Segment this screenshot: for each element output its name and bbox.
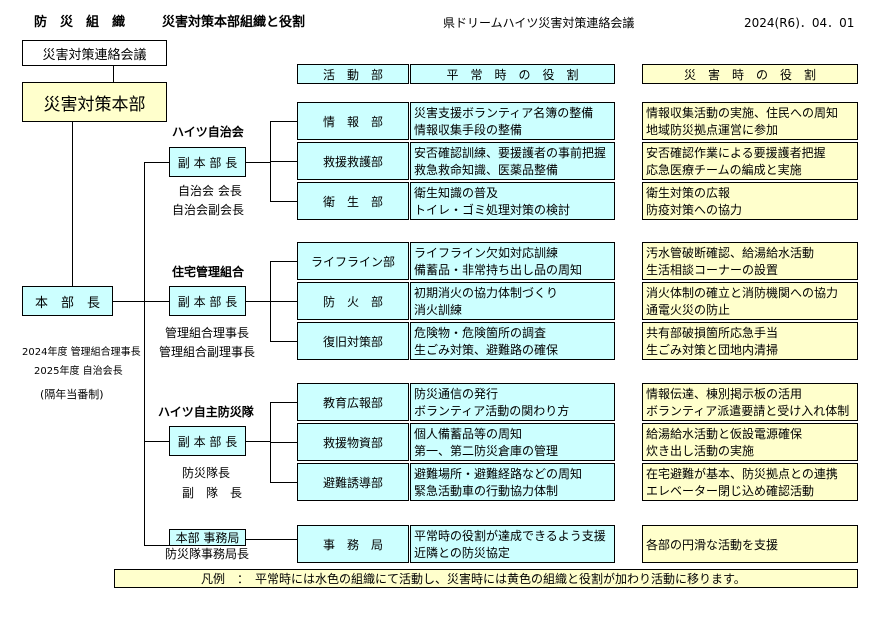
deputy-box: 副 本 部 長 (169, 426, 246, 456)
disaster-role-box: 汚水管破断確認、給湯給水活動生活相談コーナーの設置 (642, 242, 858, 280)
hq-label: 災害対策本部 (43, 94, 146, 115)
dept-box: 防 火 部 (297, 282, 409, 320)
member-label: 自治会副会長 (172, 203, 245, 217)
date: 2024(R6)．04．01 (744, 16, 855, 30)
normal-role-box: 危険物・危険箇所の調査生ごみ対策、避難路の確保 (410, 322, 615, 360)
office-disaster-box: 各部の円滑な活動を支援 (642, 525, 858, 563)
deputy-box: 副 本 部 長 (169, 286, 246, 316)
member-label: 管理組合理事長 (165, 326, 250, 340)
chief-box: 本 部 長 (22, 286, 113, 316)
deputy-box: 副 本 部 長 (169, 147, 246, 177)
normal-role-box: 防災通信の発行ボランティア活動の関わり方 (410, 383, 615, 421)
office-box: 本部 事務局 (169, 529, 246, 546)
disaster-role-box: 安否確認作業による要援護者把握応急医療チームの編成と実施 (642, 142, 858, 180)
disaster-role-box: 情報伝達、棟別掲示板の活用ボランティア派遣要請と受け入れ体制 (642, 383, 858, 421)
group-name: ハイツ自治会 (172, 125, 244, 139)
org-name: 県ドリームハイツ災害対策連絡会議 (443, 16, 635, 30)
legend-text: 凡例 ： 平常時には水色の組織にて活動し、災害時には黄色の組織と役割が加わり活動… (201, 572, 746, 586)
council-box: 災害対策連絡会議 (22, 40, 167, 66)
chief-label: 本 部 長 (34, 295, 100, 311)
normal-role-box: 初期消火の協力体制づくり消火訓練 (410, 282, 615, 320)
disaster-role-box: 情報収集活動の実施、住民への周知地域防災拠点運営に参加 (642, 102, 858, 140)
title-sub: 災害対策本部組織と役割 (162, 15, 306, 30)
disaster-role-box: 衛生対策の広報防疫対策への協力 (642, 182, 858, 220)
group-name: ハイツ自主防災隊 (158, 405, 254, 419)
dept-box: 教育広報部 (297, 383, 409, 421)
dept-box: 衛 生 部 (297, 182, 409, 220)
normal-role-box: 安否確認訓練、要援護者の事前把握救急救命知識、医薬品整備 (410, 142, 615, 180)
normal-role-box: 衛生知識の普及トイレ・ゴミ処理対策の検討 (410, 182, 615, 220)
legend-box: 凡例 ： 平常時には水色の組織にて活動し、災害時には黄色の組織と役割が加わり活動… (114, 569, 858, 588)
group-name: 住宅管理組合 (172, 265, 245, 279)
dept-box: ライフライン部 (297, 242, 409, 280)
member-label: 管理組合副理事長 (159, 345, 256, 359)
col-header-dept: 活 動 部 (297, 64, 409, 84)
normal-role-box: 個人備蓄品等の周知第一、第二防災倉庫の管理 (410, 423, 615, 461)
normal-role-box: 災害支援ボランティア名簿の整備情報収集手段の整備 (410, 102, 615, 140)
dept-box: 避難誘導部 (297, 463, 409, 501)
chief-note-3: (隔年当番制) (40, 388, 104, 401)
chief-note-2: 2025年度 自治会長 (34, 366, 123, 377)
dept-box: 救援救護部 (297, 142, 409, 180)
member-label: 防災隊長 (182, 466, 231, 480)
member-label: 自治会 会長 (178, 184, 242, 198)
office-member: 防災隊事務局長 (165, 547, 250, 561)
office-dept-box: 事 務 局 (297, 525, 409, 563)
normal-role-box: 避難場所・避難経路などの周知緊急活動車の行動協力体制 (410, 463, 615, 501)
disaster-role-box: 給湯給水活動と仮設電源確保炊き出し活動の実施 (642, 423, 858, 461)
dept-box: 情 報 部 (297, 102, 409, 140)
disaster-role-box: 共有部破損箇所応急手当生ごみ対策と団地内清掃 (642, 322, 858, 360)
disaster-role-box: 在宅避難が基本、防災拠点との連携エレベーター閉じ込め確認活動 (642, 463, 858, 501)
normal-role-box: ライフライン欠如対応訓練備蓄品・非常持ち出し品の周知 (410, 242, 615, 280)
dept-box: 復旧対策部 (297, 322, 409, 360)
col-header-disaster: 災 害 時 の 役 割 (642, 64, 858, 84)
title-main: 防 災 組 織 (34, 15, 126, 30)
dept-box: 救援物資部 (297, 423, 409, 461)
chief-note-1: 2024年度 管理組合理事長 (22, 347, 141, 358)
hq-box: 災害対策本部 (22, 82, 167, 122)
office-normal-box: 平常時の役割が達成できるよう支援近隣との防災協定 (410, 525, 615, 563)
col-header-normal: 平 常 時 の 役 割 (410, 64, 615, 84)
disaster-role-box: 消火体制の確立と消防機関への協力通電火災の防止 (642, 282, 858, 320)
council-label: 災害対策連絡会議 (42, 47, 147, 63)
member-label: 副 隊 長 (182, 486, 243, 500)
